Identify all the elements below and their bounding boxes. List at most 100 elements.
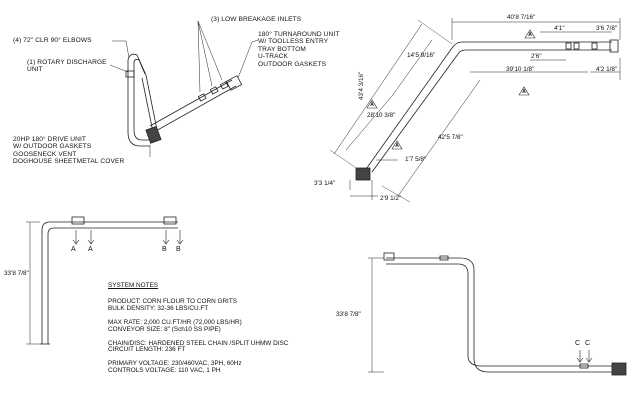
dim-right-drop: 4'2 1/8" bbox=[596, 66, 618, 73]
iso-return-outer bbox=[145, 74, 159, 136]
right-elev-inner bbox=[386, 263, 616, 367]
section-triangle-4 bbox=[391, 140, 403, 150]
tri-letter-2: A bbox=[522, 89, 526, 95]
plan-diag-outer bbox=[363, 47, 453, 173]
leader-turnaround bbox=[237, 39, 259, 79]
section-arrows-c bbox=[576, 350, 593, 363]
plan-diag-inner bbox=[371, 53, 459, 173]
dim-right-long: 39'10 1/8" bbox=[506, 66, 535, 73]
plan-inlet-1 bbox=[565, 42, 572, 50]
dim-right-drop-line bbox=[590, 58, 621, 80]
right-elevation bbox=[368, 252, 627, 376]
dim-top-small-a: 4'1" bbox=[554, 25, 565, 32]
dim-diag-inner: 28'10 3/8" bbox=[367, 112, 396, 119]
section-letter-b1: B bbox=[162, 246, 167, 253]
dim-diag-outer-ext bbox=[329, 19, 453, 173]
right-elev-drive bbox=[611, 362, 627, 376]
notes-rate: MAX RATE: 2,000 CU.FT/HR (72,000 LBS/HR) bbox=[108, 318, 242, 326]
dim-right-height: 33'8 7/8" bbox=[336, 311, 361, 318]
plan-inlet-2 bbox=[573, 42, 580, 50]
callout-rotary: (1) ROTARY DISCHARGE UNIT bbox=[27, 59, 107, 74]
plan-view bbox=[329, 18, 621, 203]
notes-chain: CHAIN/DISC: HARDENED STEEL CHAIN /SPLIT … bbox=[108, 339, 289, 347]
section-letter-a2: A bbox=[88, 246, 93, 253]
iso-tube-left-inner bbox=[133, 62, 150, 141]
iso-inlet-3 bbox=[219, 81, 229, 90]
section-triangle-1 bbox=[524, 29, 536, 39]
section-triangle-2 bbox=[518, 86, 530, 96]
notes-rate-group: MAX RATE: 2,000 CU.FT/HR (72,000 LBS/HR)… bbox=[108, 318, 288, 334]
iso-inlet-2 bbox=[209, 86, 219, 95]
callout-inlets: (3) LOW BREAKAGE INLETS bbox=[211, 16, 302, 23]
dim-left-height: 33'8 7/8" bbox=[4, 270, 29, 277]
notes-product-group: PRODUCT: CORN FLOUR TO CORN GRITS BULK D… bbox=[108, 297, 288, 313]
right-elev-sensor bbox=[579, 363, 589, 369]
left-elev-unit-b bbox=[163, 216, 177, 225]
notes-circuit: CIRCUIT LENGTH: 236 FT bbox=[108, 346, 186, 354]
iso-elbow-top-outer bbox=[127, 53, 147, 76]
section-arrowheads-ab bbox=[72, 239, 184, 245]
plan-inlet-3 bbox=[591, 42, 598, 50]
section-letter-c2: C bbox=[585, 340, 591, 347]
dim-top-small-b: 3'6 7/8" bbox=[596, 25, 618, 32]
dim-top-line bbox=[451, 18, 621, 40]
section-letter-b2: B bbox=[176, 246, 181, 253]
iso-turnaround-unit bbox=[225, 75, 243, 91]
plan-end-unit bbox=[609, 39, 619, 53]
plan-top-inner bbox=[457, 49, 612, 55]
leader-inlets bbox=[197, 20, 223, 93]
left-elev-inner bbox=[47, 227, 70, 344]
dim-diag-outer-line bbox=[333, 23, 423, 155]
notes-conveyor: CONVEYOR SIZE: 8" (Sch10 SS PIPE) bbox=[108, 325, 221, 333]
left-elev-top-run bbox=[70, 221, 178, 229]
leader-elbows bbox=[112, 40, 130, 59]
dim-left-height-line bbox=[26, 221, 40, 345]
dim-diag-long: 42'5 7/8" bbox=[438, 134, 463, 141]
dim-foot-lines bbox=[349, 180, 378, 200]
system-notes: SYSTEM NOTES PRODUCT: CORN FLOUR TO CORN… bbox=[108, 282, 289, 375]
tri-letter-1: A bbox=[528, 32, 532, 38]
left-elev-outer bbox=[41, 221, 70, 344]
leader-rotary bbox=[109, 64, 129, 73]
notes-product: PRODUCT: CORN FLOUR TO CORN GRITS bbox=[108, 297, 238, 305]
dim-diag-long-ext bbox=[381, 185, 411, 203]
dim-diag-outer: 43'4 3/16" bbox=[358, 71, 365, 100]
callout-turnaround: 180° TURNAROUND UNIT W/ TOOLLESS ENTRY T… bbox=[258, 31, 340, 68]
section-triangle-3 bbox=[366, 99, 378, 109]
notes-heading: SYSTEM NOTES bbox=[108, 282, 159, 289]
dim-top-overall: 40'8 7/16" bbox=[507, 14, 536, 21]
section-letter-a1: A bbox=[71, 246, 76, 253]
iso-elbow-top-inner bbox=[133, 58, 146, 75]
right-elev-inlet bbox=[439, 255, 449, 261]
notes-controls: CONTROLS VOLTAGE: 110 VAC, 1 PH bbox=[108, 367, 221, 375]
notes-density: BULK DENSITY: 32-36 LBS/CU.FT bbox=[108, 304, 209, 312]
tri-letter-3: A bbox=[370, 102, 374, 108]
left-elev-unit-a bbox=[71, 216, 85, 225]
dim-diag-mid: 14'5 9/16" bbox=[407, 52, 436, 59]
dim-mid-small: 2'6" bbox=[531, 53, 542, 60]
dim-foot-b: 2'9 1/2" bbox=[380, 195, 402, 202]
iso-rotary-unit bbox=[125, 70, 135, 78]
dim-right-height-line bbox=[368, 257, 384, 373]
dim-diag-inner-line bbox=[345, 95, 393, 151]
dim-diag-long-line bbox=[397, 79, 481, 197]
iso-incline-upper bbox=[149, 79, 233, 127]
right-elev-outer bbox=[386, 257, 616, 373]
iso-incline-lower bbox=[153, 85, 237, 133]
iso-drive-unit bbox=[145, 125, 162, 144]
tri-letter-4: A bbox=[395, 143, 399, 149]
notes-chain-group: CHAIN/DISC: HARDENED STEEL CHAIN /SPLIT … bbox=[108, 339, 289, 355]
plan-foot-unit bbox=[355, 167, 371, 181]
dim-foot-left: 3'3 1/4" bbox=[314, 180, 336, 187]
dim-foot-a: 1'7 5/8" bbox=[405, 156, 427, 163]
dim-diag-mid-line bbox=[391, 39, 433, 97]
right-elev-unit-top bbox=[383, 252, 395, 261]
section-arrows-ab bbox=[75, 230, 181, 244]
iso-return-inner bbox=[141, 77, 154, 133]
notes-voltage-group: PRIMARY VOLTAGE: 230/460VAC, 3PH, 60Hz C… bbox=[108, 360, 288, 375]
isometric-view bbox=[109, 20, 259, 157]
callout-elbows: (4) 72" CLR 90° ELBOWS bbox=[13, 37, 92, 44]
iso-inlet-1 bbox=[197, 93, 207, 102]
notes-primary: PRIMARY VOLTAGE: 230/460VAC, 3PH, 60Hz bbox=[108, 360, 242, 368]
